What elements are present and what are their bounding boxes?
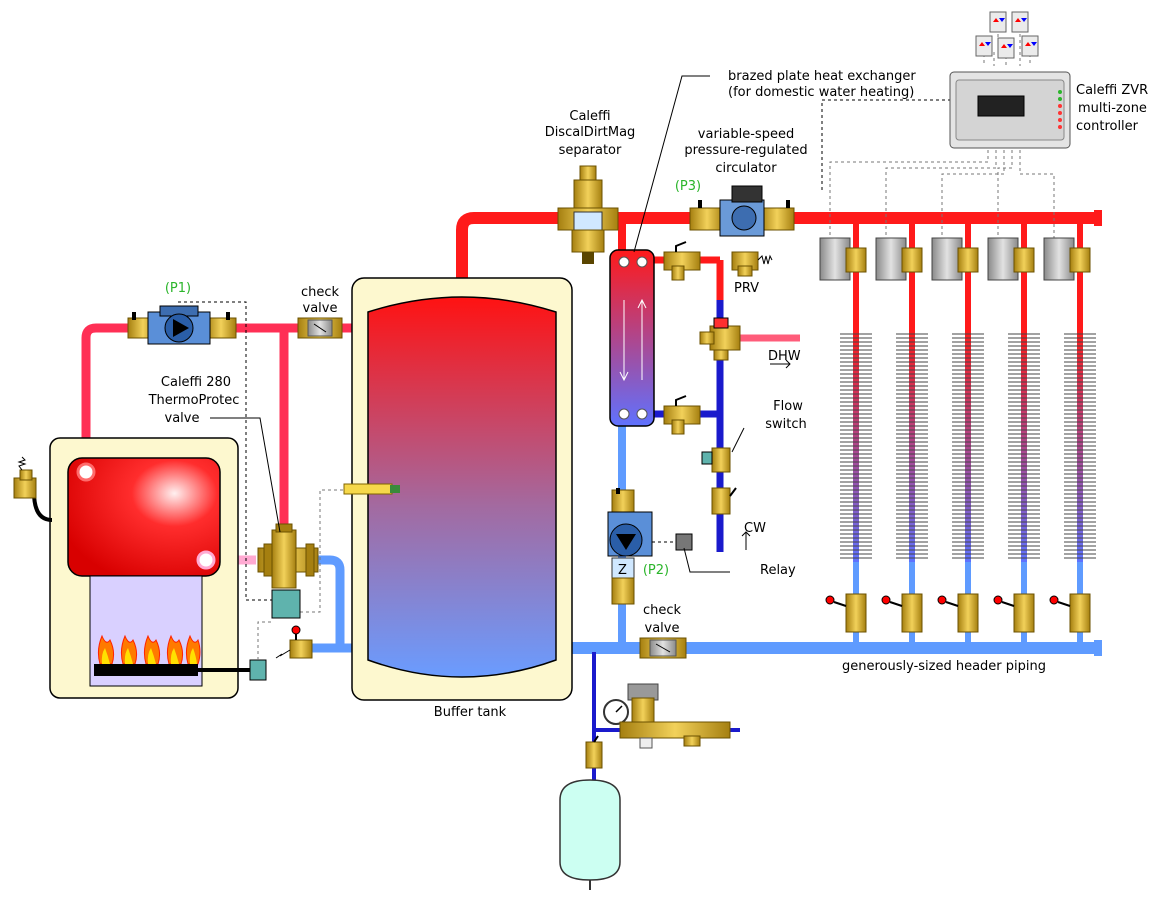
label-circ-1: variable-speed: [698, 127, 794, 142]
dhw-arrow: [770, 359, 791, 369]
label-cw: CW: [744, 521, 766, 536]
tank-sensor: [343, 483, 400, 495]
burner-bar: [94, 664, 198, 676]
boiler-return-port: [196, 550, 216, 570]
boiler-relief-valve: [13, 456, 53, 522]
thermostat-5: [1021, 35, 1039, 57]
label-header: generously-sized header piping: [842, 659, 1046, 674]
hx-return-valve: [663, 395, 701, 435]
emitter-5: [1064, 330, 1096, 562]
zone-actuators: [819, 237, 1091, 281]
control-wiring: [178, 99, 952, 601]
thermostat-3: [975, 35, 993, 57]
zone-4-actuator: [987, 237, 1035, 281]
boiler-fill-valve: [603, 683, 731, 749]
expansion-tank: [559, 779, 621, 881]
expansion-isolation-valve: [585, 735, 603, 769]
thermostat-4: [997, 37, 1015, 59]
boiler-supply-pipe: [81, 323, 370, 540]
zone-1-actuator: [819, 237, 867, 281]
buffer-tank-vessel: [367, 296, 557, 678]
label-sep-2: DiscalDirtMag: [545, 125, 636, 140]
label-p1: (P1): [165, 281, 191, 296]
zone-2-actuator: [875, 237, 923, 281]
label-hx-1: brazed plate heat exchanger: [728, 69, 916, 84]
label-check-top-1: check: [301, 285, 340, 300]
baseboard-emitters: [840, 330, 1096, 562]
zone-wiring: [257, 28, 1055, 660]
thermostat-1: [989, 11, 1007, 33]
return-header-cap: [1094, 640, 1102, 656]
mixing-valve: [699, 317, 741, 361]
emitter-3: [952, 330, 984, 562]
label-tpv-1: Caleffi 280: [161, 375, 231, 390]
label-tpv-2: ThermoProtec: [148, 393, 240, 408]
supply-header-pipe: [456, 212, 1096, 296]
check-valve-top: [297, 317, 343, 339]
emitter-1: [840, 330, 872, 562]
zone-balancing-valves: [825, 593, 1091, 633]
zone-3-actuator: [931, 237, 979, 281]
label-dhw: DHW: [768, 349, 801, 364]
label-p2: (P2): [643, 563, 669, 578]
label-p3: (P3): [675, 179, 701, 194]
zone-thermostats: [975, 11, 1039, 59]
thermostat-2: [1011, 11, 1029, 33]
supply-header-cap: [1094, 210, 1102, 226]
label-circ-3: circulator: [715, 161, 777, 176]
p2-check-marker: Z: [618, 563, 627, 578]
zone-1-valve: [825, 593, 867, 633]
label-flow-switch-2: switch: [765, 417, 807, 432]
circulator-p1: [127, 305, 237, 345]
zone-5-actuator: [1043, 237, 1091, 281]
relay-box: [675, 533, 693, 551]
circulator-p2: Z: [607, 488, 653, 605]
boiler-drain-valve: [275, 625, 313, 659]
label-check-bottom-1: check: [643, 603, 682, 618]
label-zvr-2: multi-zone: [1078, 101, 1147, 116]
thermoprotec-valve: [257, 523, 319, 589]
hx-supply-valve: [663, 241, 701, 281]
emitter-2: [896, 330, 928, 562]
gas-valve: [249, 659, 267, 681]
flow-switch: [701, 447, 731, 473]
label-check-top-2: valve: [303, 301, 338, 316]
burner-flames: [97, 634, 201, 665]
brazed-plate-hx: [609, 249, 655, 427]
label-prv: PRV: [734, 281, 759, 296]
label-flow-switch-1: Flow: [773, 399, 803, 414]
label-hx-2: (for domestic water heating): [728, 85, 914, 100]
zone-2-valve: [881, 593, 923, 633]
zone-4-valve: [993, 593, 1035, 633]
label-zvr-1: Caleffi ZVR: [1076, 83, 1148, 98]
label-sep-3: separator: [559, 143, 622, 158]
label-sep-1: Caleffi: [569, 109, 610, 124]
thermoprotec-actuator: [271, 589, 301, 619]
zone-5-valve: [1049, 593, 1091, 633]
zvr-controller: [949, 71, 1071, 149]
check-valve-bottom: [639, 637, 687, 659]
label-relay: Relay: [760, 563, 796, 578]
label-check-bottom-2: valve: [645, 621, 680, 636]
leader-lines: [210, 75, 745, 573]
circulator-p3: [689, 185, 795, 237]
dirtmag-separator: [557, 165, 619, 264]
prv-valve: [731, 251, 773, 277]
label-buffer-tank: Buffer tank: [434, 705, 507, 720]
label-zvr-3: controller: [1076, 119, 1139, 134]
zone-3-valve: [937, 593, 979, 633]
label-tpv-3: valve: [165, 411, 200, 426]
boiler-supply-port: [76, 462, 96, 482]
cw-valve: [711, 487, 737, 515]
emitter-4: [1008, 330, 1040, 562]
label-circ-2: pressure-regulated: [684, 143, 807, 158]
cw-arrow: [741, 531, 751, 550]
